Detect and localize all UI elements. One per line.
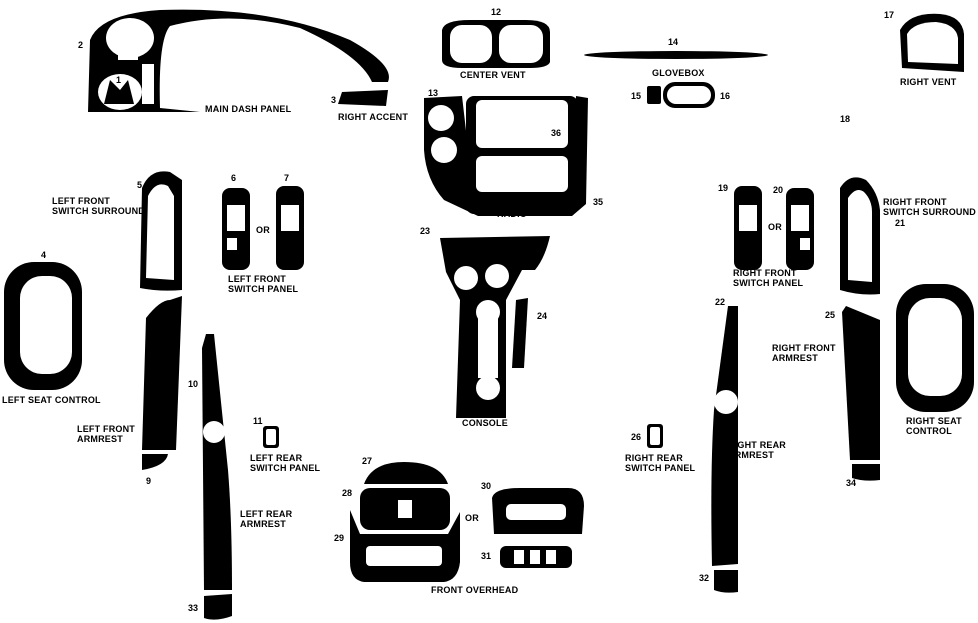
left-seat-control-piece bbox=[4, 262, 82, 390]
callout-28: 28 bbox=[342, 488, 353, 498]
callout-12: 12 bbox=[491, 7, 502, 17]
callout-26: 26 bbox=[631, 432, 642, 442]
label-or-right: OR bbox=[768, 222, 782, 232]
left-rear-switch-panel-piece bbox=[263, 426, 279, 448]
callout-3: 3 bbox=[331, 95, 337, 105]
label-right-front-switch-surround: RIGHT FRONT SWITCH SURROUND bbox=[883, 197, 976, 217]
callout-16: 16 bbox=[720, 91, 731, 101]
label-center-vent: CENTER VENT bbox=[460, 70, 526, 80]
right-rear-armrest-piece bbox=[711, 306, 738, 566]
callout-9: 9 bbox=[146, 476, 152, 486]
callout-18: 18 bbox=[840, 114, 851, 124]
label-left-front-switch-surround: LEFT FRONT SWITCH SURROUND bbox=[52, 196, 145, 216]
left-front-switch-surround-piece bbox=[140, 171, 182, 291]
callout-30: 30 bbox=[481, 481, 492, 491]
callout-32: 32 bbox=[699, 573, 710, 583]
label-or-left: OR bbox=[256, 225, 270, 235]
callout-36: 36 bbox=[551, 128, 562, 138]
right-rear-armrest-end-piece bbox=[714, 570, 738, 593]
callout-35: 35 bbox=[593, 197, 604, 207]
overhead-alt-piece bbox=[492, 488, 584, 534]
label-main-dash-panel: MAIN DASH PANEL bbox=[205, 104, 292, 114]
left-rear-armrest-piece bbox=[202, 334, 232, 590]
callout-2: 2 bbox=[78, 40, 84, 50]
label-right-rear-switch-panel: RIGHT REAR SWITCH PANEL bbox=[625, 453, 696, 473]
right-vent-piece bbox=[900, 13, 964, 72]
right-accent-piece bbox=[338, 90, 388, 106]
label-right-front-armrest: RIGHT FRONT ARMREST bbox=[772, 343, 836, 363]
callout-33: 33 bbox=[188, 603, 199, 613]
label-right-accent: RIGHT ACCENT bbox=[338, 112, 409, 122]
front-overhead-piece bbox=[350, 462, 460, 582]
label-right-rear-armrest: RIGHT REAR ARMREST bbox=[728, 440, 786, 460]
callout-29: 29 bbox=[334, 533, 345, 543]
label-or-overhead: OR bbox=[465, 513, 479, 523]
callout-31: 31 bbox=[481, 551, 492, 561]
label-left-front-armrest: LEFT FRONT ARMREST bbox=[77, 424, 135, 444]
label-left-rear-armrest: LEFT REAR ARMREST bbox=[240, 509, 293, 529]
callout-8: 8 bbox=[154, 322, 160, 332]
label-left-seat-control: LEFT SEAT CONTROL bbox=[2, 395, 101, 405]
console-side-piece bbox=[512, 298, 528, 368]
callout-11: 11 bbox=[253, 416, 263, 426]
label-right-vent: RIGHT VENT bbox=[900, 77, 957, 87]
console-piece bbox=[440, 236, 550, 418]
label-glovebox: GLOVEBOX bbox=[652, 68, 705, 78]
callout-20: 20 bbox=[773, 185, 784, 195]
callout-19: 19 bbox=[718, 183, 729, 193]
label-right-seat-control: RIGHT SEAT CONTROL bbox=[906, 416, 962, 436]
callout-34: 34 bbox=[846, 478, 857, 488]
right-seat-control-piece bbox=[896, 284, 974, 412]
left-front-switch-panel-b bbox=[276, 186, 304, 270]
left-front-armrest-end-piece bbox=[142, 454, 168, 470]
callout-27: 27 bbox=[362, 456, 373, 466]
right-front-armrest-piece bbox=[842, 306, 880, 460]
main-dash-panel-piece bbox=[88, 9, 389, 112]
right-front-switch-panel-b bbox=[786, 188, 814, 270]
right-front-switch-surround-piece bbox=[840, 177, 880, 295]
callout-15: 15 bbox=[631, 91, 642, 101]
callout-24: 24 bbox=[537, 311, 548, 321]
left-rear-armrest-end-piece bbox=[204, 594, 232, 620]
callout-21: 21 bbox=[895, 218, 906, 228]
label-front-overhead: FRONT OVERHEAD bbox=[431, 585, 519, 595]
callout-10: 10 bbox=[188, 379, 199, 389]
callout-4: 4 bbox=[41, 250, 47, 260]
label-left-rear-switch-panel: LEFT REAR SWITCH PANEL bbox=[250, 453, 321, 473]
label-radio: RADIO bbox=[497, 209, 527, 219]
callout-13: 13 bbox=[428, 88, 439, 98]
center-vent-piece bbox=[442, 20, 550, 68]
callout-17: 17 bbox=[884, 10, 895, 20]
left-rear-armrest-hole bbox=[203, 421, 225, 443]
overhead-alt-switch-piece bbox=[500, 546, 572, 568]
glovebox-handle-piece bbox=[663, 82, 715, 108]
glovebox-switch-piece bbox=[647, 86, 661, 104]
callout-5: 5 bbox=[137, 180, 143, 190]
callout-25: 25 bbox=[825, 310, 836, 320]
left-front-switch-panel-a bbox=[222, 188, 250, 270]
left-front-armrest-piece bbox=[142, 296, 182, 450]
callout-22: 22 bbox=[715, 297, 726, 307]
callout-7: 7 bbox=[284, 173, 290, 183]
label-left-front-switch-panel: LEFT FRONT SWITCH PANEL bbox=[228, 274, 299, 294]
radio-bezel-piece bbox=[424, 96, 588, 216]
callout-6: 6 bbox=[231, 173, 237, 183]
right-rear-switch-panel-piece bbox=[647, 424, 663, 448]
label-right-front-switch-panel: RIGHT FRONT SWITCH PANEL bbox=[733, 268, 804, 288]
label-console: CONSOLE bbox=[462, 418, 508, 428]
right-front-armrest-end-piece bbox=[852, 464, 880, 481]
callout-1: 1 bbox=[116, 75, 122, 85]
callout-23: 23 bbox=[420, 226, 431, 236]
right-front-switch-panel-a bbox=[734, 186, 762, 270]
dash-strip-piece bbox=[584, 51, 768, 59]
right-rear-armrest-hole bbox=[714, 390, 738, 414]
callout-14: 14 bbox=[668, 37, 679, 47]
